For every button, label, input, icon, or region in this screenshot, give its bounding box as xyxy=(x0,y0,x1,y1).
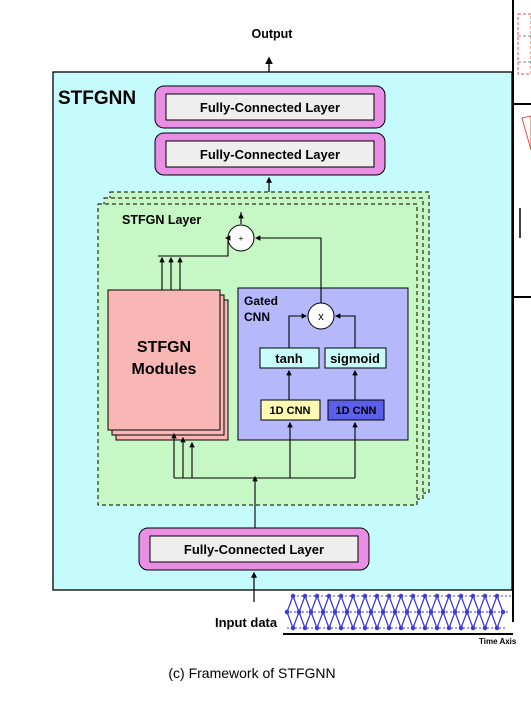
input-sequence-node xyxy=(362,593,368,599)
input-sequence-node xyxy=(434,625,440,631)
fc-layer-top-2-label: Fully-Connected Layer xyxy=(200,147,340,162)
input-sequence-node xyxy=(422,625,428,631)
cnn-right-box xyxy=(327,399,385,421)
fc-layer-top-2: Fully-Connected Layer xyxy=(154,132,386,176)
input-sequence-node xyxy=(482,625,488,631)
input-sequence-node xyxy=(464,609,470,615)
sigmoid-label: sigmoid xyxy=(330,351,380,366)
input-sequence-node xyxy=(302,625,308,631)
input-data-sequence: Time Axis xyxy=(283,593,517,646)
input-sequence-node xyxy=(476,609,482,615)
input-sequence-node xyxy=(494,593,500,599)
time-axis-label: Time Axis xyxy=(479,637,517,646)
gated-cnn-line2: CNN xyxy=(244,310,270,324)
input-sequence-node xyxy=(386,593,392,599)
fc-layer-bottom-label: Fully-Connected Layer xyxy=(184,542,324,557)
input-sequence-node xyxy=(494,625,500,631)
input-sequence-node xyxy=(344,609,350,615)
cnn-left-box xyxy=(260,399,321,421)
input-sequence-node xyxy=(458,625,464,631)
framework-title: STFGNN xyxy=(58,88,136,109)
input-sequence-node xyxy=(380,609,386,615)
input-sequence-node xyxy=(488,609,494,615)
input-sequence-node xyxy=(452,609,458,615)
input-sequence-node xyxy=(326,593,332,599)
input-sequence-node xyxy=(332,609,338,615)
input-sequence-node xyxy=(368,609,374,615)
input-sequence-node xyxy=(374,625,380,631)
input-sequence-node xyxy=(350,593,356,599)
modules-label-line1: STFGN xyxy=(137,339,191,356)
input-sequence-node xyxy=(326,625,332,631)
input-sequence-node xyxy=(338,593,344,599)
plus-symbol: + xyxy=(239,234,244,243)
input-sequence-node xyxy=(398,593,404,599)
input-sequence-node xyxy=(440,609,446,615)
sigmoid-to-times-arrow xyxy=(334,313,356,348)
modules-output-arrows xyxy=(158,235,231,290)
input-sequence-node xyxy=(386,625,392,631)
cnn-left-label: 1D CNN xyxy=(270,405,311,417)
input-sequence-node xyxy=(362,625,368,631)
input-label: Input data xyxy=(215,615,278,630)
input-sequence-node xyxy=(482,593,488,599)
input-sequence-node xyxy=(410,593,416,599)
input-sequence-node xyxy=(296,609,302,615)
input-sequence-node xyxy=(320,609,326,615)
input-sequence-node xyxy=(338,625,344,631)
input-sequence-node xyxy=(392,609,398,615)
layer-input-arrows xyxy=(171,421,358,528)
input-sequence-node xyxy=(308,609,314,615)
modules-label-line2: Modules xyxy=(132,361,197,378)
input-sequence-node xyxy=(446,625,452,631)
input-sequence-node xyxy=(416,609,422,615)
input-sequence-node xyxy=(470,625,476,631)
input-sequence-node xyxy=(290,625,296,631)
input-sequence-node xyxy=(290,593,296,599)
input-sequence-node xyxy=(404,609,410,615)
figure-caption: (c) Framework of STFGNN xyxy=(168,665,335,681)
input-sequence-node xyxy=(350,625,356,631)
input-sequence-node xyxy=(500,609,506,615)
input-sequence-node xyxy=(434,593,440,599)
tanh-to-times-arrow xyxy=(288,313,308,348)
input-sequence-node xyxy=(422,593,428,599)
input-sequence-node xyxy=(470,593,476,599)
cnn-right-label: 1D CNN xyxy=(336,405,377,417)
input-sequence-node xyxy=(302,593,308,599)
input-sequence-node xyxy=(284,609,290,615)
fc-layer-top-1: Fully-Connected Layer xyxy=(154,85,386,129)
gated-cnn-line1: Gated xyxy=(244,294,278,308)
input-sequence-node xyxy=(410,625,416,631)
stfgn-layer-title: STFGN Layer xyxy=(122,213,201,227)
input-sequence-node xyxy=(314,625,320,631)
tanh-label: tanh xyxy=(275,351,303,366)
input-sequence-node xyxy=(458,593,464,599)
input-sequence-node xyxy=(428,609,434,615)
times-symbol: x xyxy=(318,311,324,323)
adjacent-figure-fragment xyxy=(512,0,531,622)
stfgn-modules: STFGN Modules xyxy=(107,289,229,441)
input-sequence-node xyxy=(314,593,320,599)
fc-layer-bottom: Fully-Connected Layer xyxy=(138,527,370,571)
input-sequence-node xyxy=(356,609,362,615)
input-sequence-node xyxy=(374,593,380,599)
output-label: Output xyxy=(252,27,294,41)
input-sequence-node xyxy=(446,593,452,599)
fc-layer-top-1-label: Fully-Connected Layer xyxy=(200,100,340,115)
gated-to-plus-arrow xyxy=(254,235,322,303)
input-sequence-node xyxy=(398,625,404,631)
